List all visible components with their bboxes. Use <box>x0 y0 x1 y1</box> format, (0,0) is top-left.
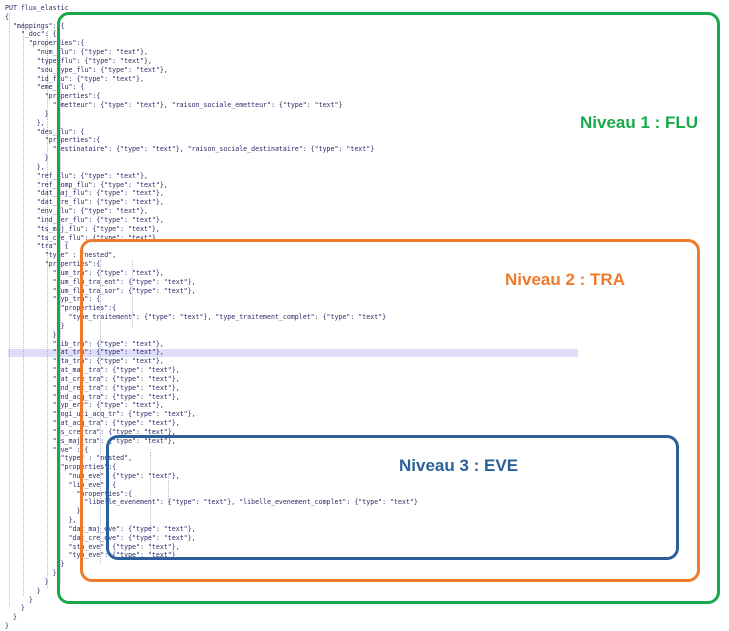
code-line: "properties":{ <box>5 463 117 472</box>
code-line: } <box>5 560 65 569</box>
level-3-eve-label: Niveau 3 : EVE <box>399 456 519 475</box>
code-line: "dat_cre_flu": {"type": "text"}, <box>5 198 164 207</box>
code-line: "des_flu": { <box>5 127 85 136</box>
indent-guide <box>132 260 133 327</box>
code-line: "lib_tra": {"type": "text"}, <box>5 339 164 348</box>
code-line: } <box>5 569 57 578</box>
indent-guide <box>60 40 61 583</box>
code-line: "logi_uti_acq_tr": {"type": "text"}, <box>5 410 196 419</box>
indent-guide <box>150 452 151 552</box>
code-line: "ts_cre_tra": {"type": "text"}, <box>5 427 176 436</box>
code-line: "type_traitement": {"type": "text"}, "ty… <box>5 313 387 322</box>
code-line: }, <box>5 516 77 525</box>
code-line: "properties":{ <box>5 92 101 101</box>
code-line: "id_flu": {"type": "text"}, <box>5 74 144 83</box>
code-line: } <box>5 586 41 595</box>
code-line: "_doc": { <box>5 30 57 39</box>
code-line: "ts_maj_tra": {"type": "text"}, <box>5 436 176 445</box>
code-line: } <box>5 622 9 631</box>
indent-guide <box>47 31 48 588</box>
code-line: "properties":{ <box>5 304 117 313</box>
level-1-flu-label: Niveau 1 : FLU <box>580 113 699 132</box>
code-line: "ind_ter_flu": {"type": "text"}, <box>5 215 164 224</box>
code-line: "mappings": { <box>5 21 65 30</box>
code-line: "sta_tra": {"type": "text"}, <box>5 357 164 366</box>
code-line: } <box>5 604 25 613</box>
code-line: "num_flu_tra_ent": {"type": "text"}, <box>5 277 196 286</box>
code-line: "type" : "nested", <box>5 454 133 463</box>
code-line: "num_eve": {"type": "text"}, <box>5 471 180 480</box>
code-line: "num_flu_tra_sor": {"type": "text"}, <box>5 286 196 295</box>
code-line: { <box>5 12 9 21</box>
code-line: }, <box>5 162 45 171</box>
code-line: } <box>5 577 49 586</box>
code-line: "ref_comp_flu": {"type": "text"}, <box>5 180 168 189</box>
code-line: "typ_err": {"type": "text"}, <box>5 401 164 410</box>
code-line: "num_flu": {"type": "text"}, <box>5 48 148 57</box>
code-line: }, <box>5 118 45 127</box>
code-line: } <box>5 507 81 516</box>
code-line: }, <box>5 330 61 339</box>
code-line: "eme_flu": { <box>5 83 85 92</box>
code-line: "dat_maj_eve": {"type": "text"}, <box>5 524 196 533</box>
code-line: } <box>5 321 65 330</box>
code-line: "num_tra": {"type": "text"}, <box>5 268 164 277</box>
code-line: "env_flu": {"type": "text"}, <box>5 207 148 216</box>
code-line: } <box>5 595 33 604</box>
code-line: PUT flux_elastic <box>5 4 69 12</box>
indent-guide <box>100 256 101 563</box>
level-2-tra-box <box>80 239 700 582</box>
code-line: "ts_maj_flu": {"type": "text"}, <box>5 224 160 233</box>
code-line: "properties":{ <box>5 489 133 498</box>
code-line: "properties":{ <box>5 136 101 145</box>
level-2-tra-label: Niveau 2 : TRA <box>505 270 625 289</box>
code-line: "ts_cre_flu": {"type": "text"}, <box>5 233 160 242</box>
code-line: "lib_eve": { <box>5 480 117 489</box>
code-line: "sta_eve": {"type": "text"}, <box>5 542 180 551</box>
code-line: } <box>5 154 49 163</box>
code-line: "destinataire": {"type": "text"}, "raiso… <box>5 145 375 154</box>
indent-guide <box>9 13 10 606</box>
code-line: "typ_tra": { <box>5 295 101 304</box>
code-line: "dat_tra": {"type": "text"}, <box>5 348 164 357</box>
code-line: "eve" : { <box>5 445 89 454</box>
level-3-eve-box <box>106 435 679 560</box>
code-line: "properties":{ <box>5 260 101 269</box>
code-line: "dat_cre_eve": {"type": "text"}, <box>5 533 196 542</box>
code-line: "typ_eve": {"type": "text"} <box>5 551 176 560</box>
level-1-flu-box <box>57 12 720 604</box>
code-line: "ref_flu": {"type": "text"}, <box>5 171 148 180</box>
indent-guide <box>168 474 169 505</box>
code-line: "tra": { <box>5 242 69 251</box>
code-line: } <box>5 109 49 118</box>
code-line: "libelle_evenement": {"type": "text"}, "… <box>5 498 418 507</box>
current-line-highlight <box>8 349 578 357</box>
code-line: "sou_type_flu": {"type": "text"}, <box>5 65 168 74</box>
code-line: } <box>5 613 17 622</box>
indent-guide <box>23 22 24 596</box>
code-line: "emetteur": {"type": "text"}, "raison_so… <box>5 101 343 110</box>
code-line: "properties":{ <box>5 39 85 48</box>
code-line: "type" : "nested", <box>5 251 117 260</box>
code-line: "dat_maj_flu": {"type": "text"}, <box>5 189 164 198</box>
